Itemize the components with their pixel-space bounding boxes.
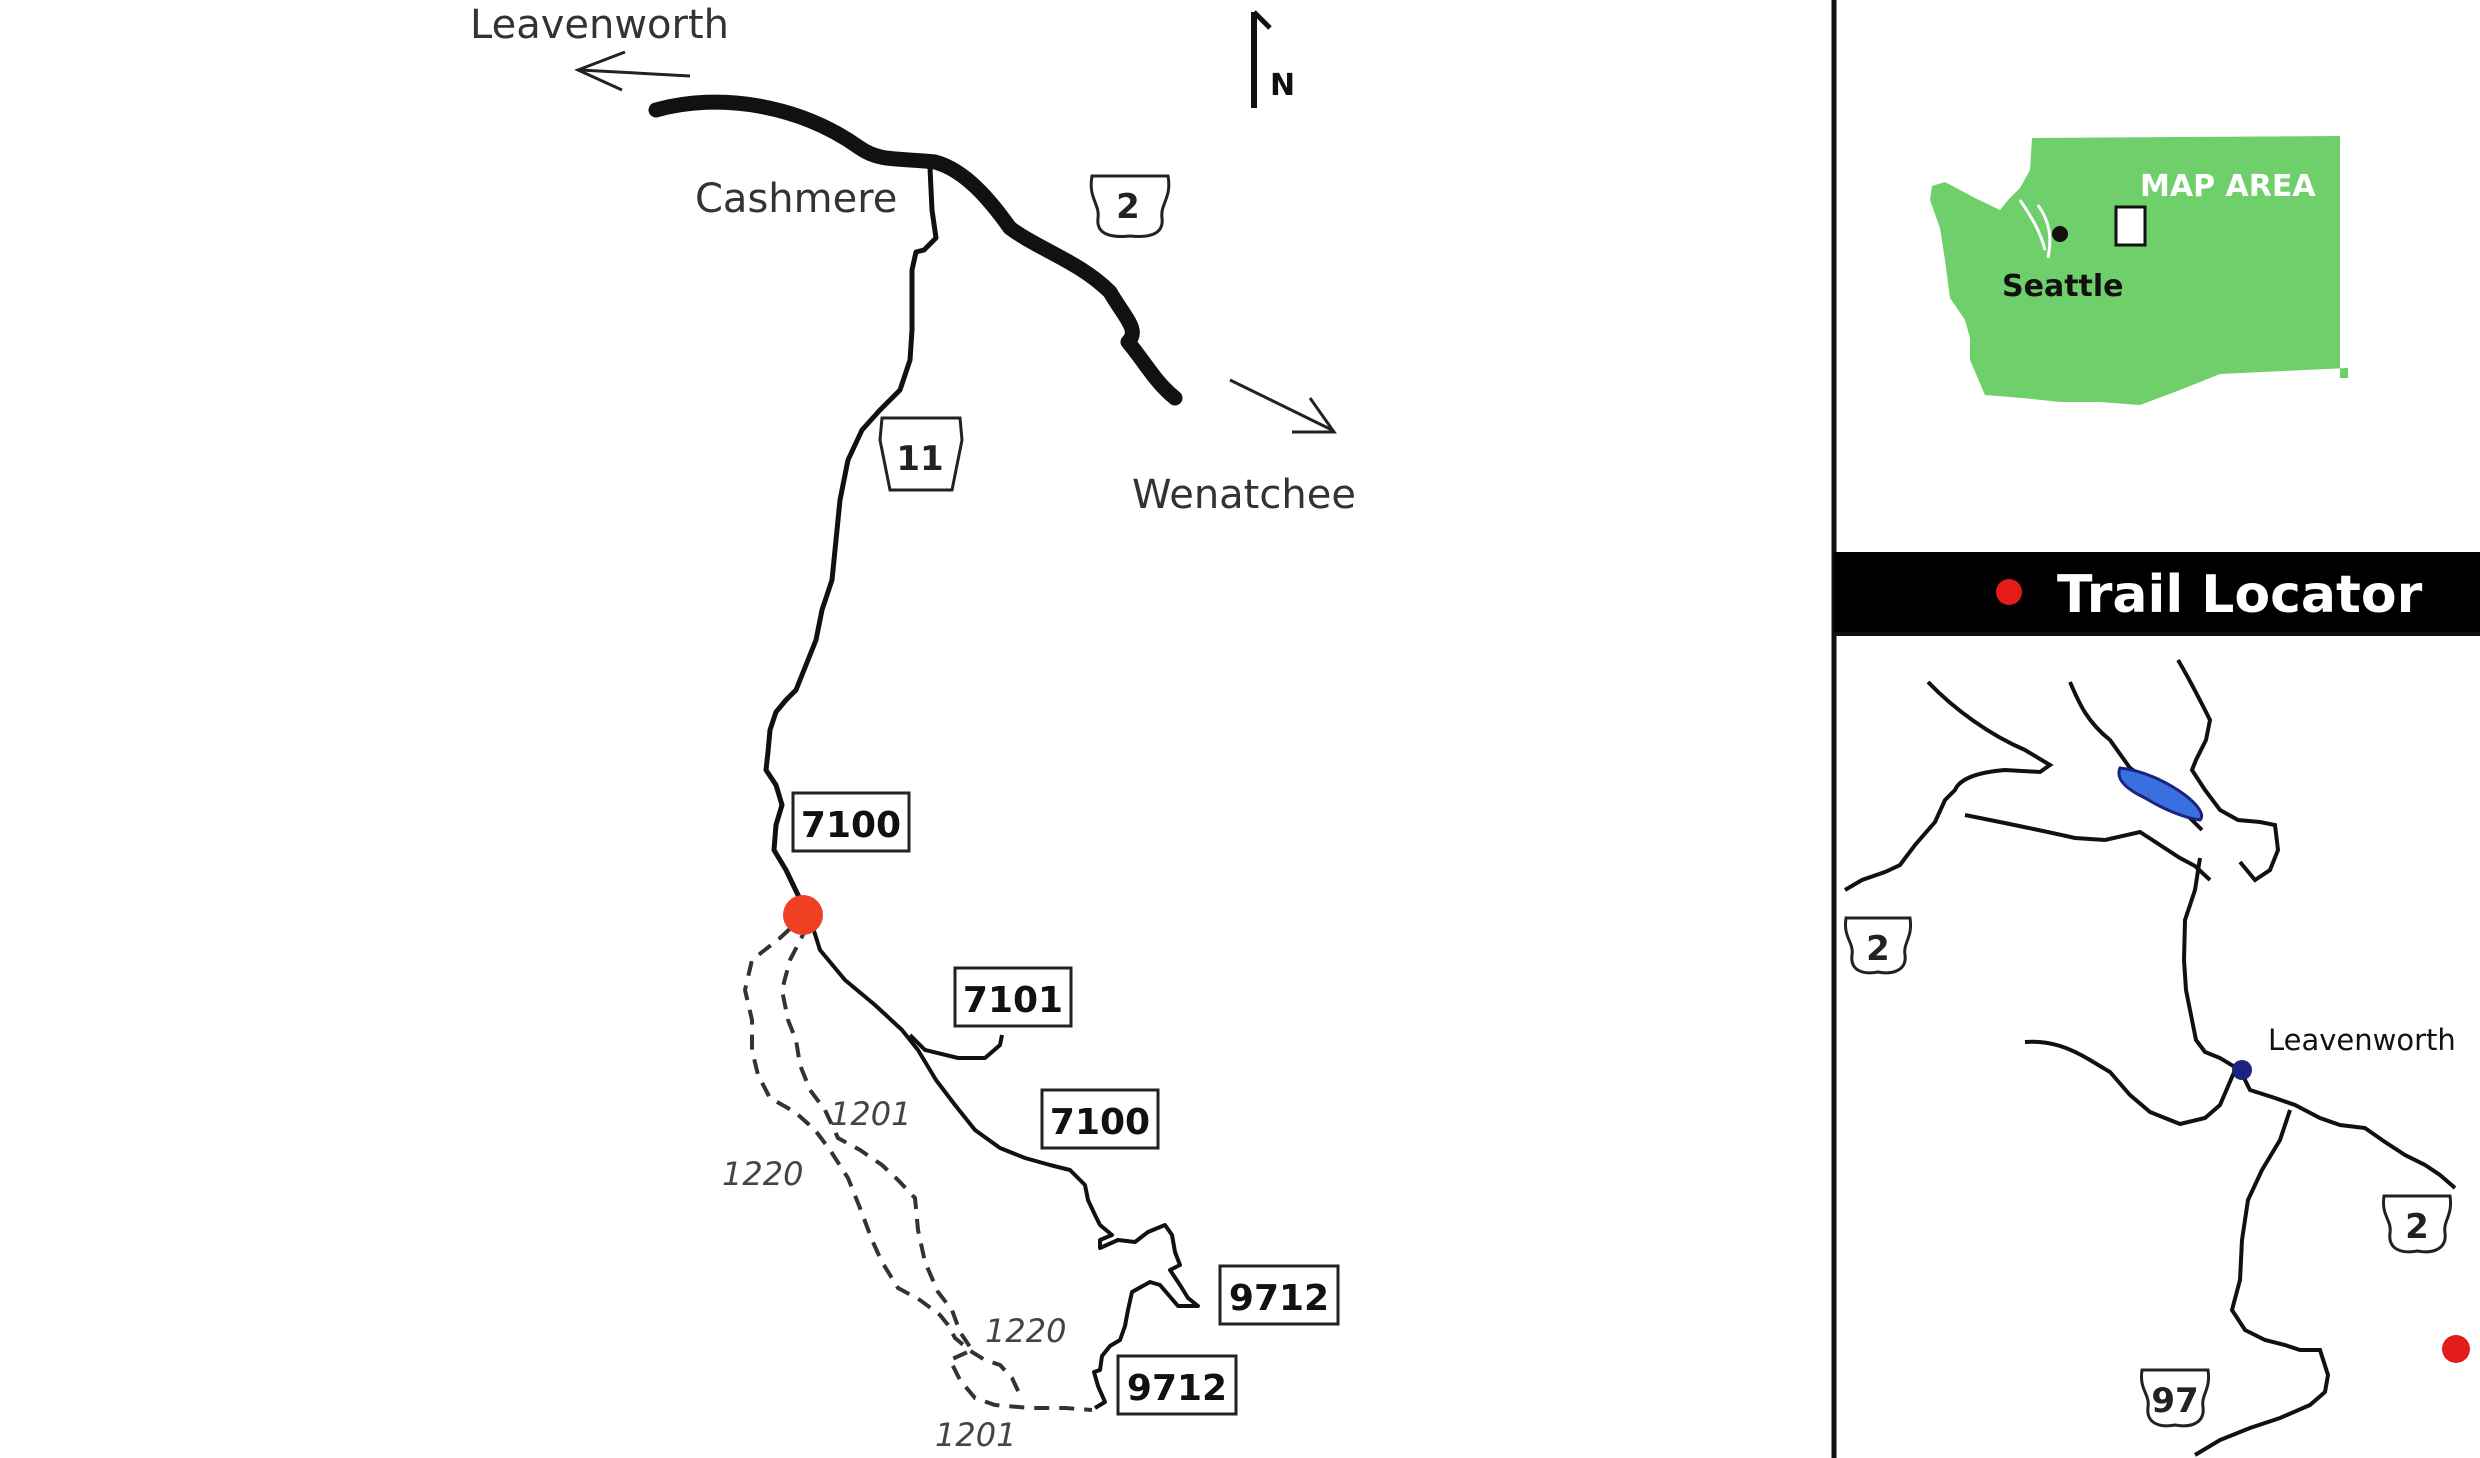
locator-trail-dot-icon[interactable]	[2442, 1335, 2470, 1363]
locator-road-right	[2176, 658, 2281, 883]
locator-us2-left-label: 2	[1866, 929, 1890, 969]
road-7100-line	[806, 911, 1200, 1410]
lake-shape	[2117, 766, 2204, 822]
sr11-shield-label: 11	[896, 439, 943, 479]
locator-road-west	[2024, 1039, 2237, 1127]
washington-inset-map: Seattle MAP AREA	[1930, 136, 2348, 405]
road-7100-lower-label: 7100	[1050, 1102, 1150, 1143]
north-arrow-icon	[1251, 10, 1272, 108]
leavenworth-direction-arrow	[574, 50, 691, 92]
trail-1220-lower-label: 1220	[985, 1312, 1066, 1350]
washington-state-shape	[1930, 136, 2348, 405]
main-map: Leavenworth N 2 Cashmere Wenatchee 11	[470, 2, 1356, 1454]
locator-us2-left-shield-icon	[1843, 916, 1913, 975]
road-7101-label: 7101	[963, 980, 1063, 1021]
trailhead-marker-icon[interactable]	[783, 895, 823, 935]
highway-us2-line	[648, 94, 1183, 406]
road-7101-line	[908, 1033, 1004, 1060]
road-sr11-line	[763, 167, 939, 914]
locator-us2-right-label: 2	[2405, 1207, 2429, 1247]
wenatchee-direction-arrow	[1229, 378, 1337, 434]
trail-1220-left-label: 1220	[722, 1155, 803, 1193]
trail-locator-banner	[1834, 552, 2480, 634]
town-label-leavenworth: Leavenworth	[470, 2, 729, 48]
locator-road-north	[1843, 680, 2054, 892]
locator-us97-label: 97	[2151, 1381, 2198, 1421]
right-panel: Seattle MAP AREA Trail Locator Leavenwor…	[1831, 0, 2480, 1458]
locator-us97-shield-icon	[2139, 1368, 2211, 1428]
trail-1201-line	[779, 924, 1093, 1412]
map-area-label: MAP AREA	[2140, 169, 2316, 204]
map-area-box-icon	[2114, 205, 2147, 247]
seattle-dot-icon	[2052, 226, 2068, 242]
locator-leavenworth-dot-icon	[2232, 1060, 2252, 1080]
locator-leavenworth-label: Leavenworth	[2268, 1023, 2456, 1057]
seattle-label: Seattle	[2002, 269, 2124, 304]
town-label-cashmere: Cashmere	[695, 176, 897, 222]
trail-1201-bottom-label: 1201	[935, 1416, 1016, 1454]
locator-road-ridge	[1964, 813, 2212, 882]
road-7100-upper-label: 7100	[801, 805, 901, 846]
trail-1201-upper-label: 1201	[830, 1095, 911, 1133]
trail-locator-dot-icon	[1996, 579, 2022, 605]
road-7100-upper-box	[791, 791, 911, 853]
us2-shield-icon	[1089, 174, 1171, 238]
locator-us2-right-shield-icon	[2381, 1194, 2453, 1254]
trail-1220-line	[742, 910, 1022, 1396]
locator-main-road	[2181, 857, 2457, 1190]
us2-shield-label: 2	[1116, 187, 1140, 227]
locator-map: Leavenworth 2 2 97	[1843, 658, 2470, 1457]
sr11-shield-icon	[878, 416, 964, 492]
locator-road-97	[2193, 1109, 2331, 1457]
north-label: N	[1270, 68, 1295, 103]
road-9712-upper-label: 9712	[1229, 1278, 1329, 1319]
road-7101-box	[953, 966, 1073, 1028]
road-9712-lower-box	[1116, 1354, 1238, 1416]
trail-locator-title: Trail Locator	[2057, 565, 2423, 625]
road-9712-lower-label: 9712	[1127, 1368, 1227, 1409]
road-7100-lower-box	[1040, 1088, 1160, 1150]
town-label-wenatchee: Wenatchee	[1132, 472, 1356, 518]
road-9712-upper-box	[1218, 1264, 1340, 1326]
